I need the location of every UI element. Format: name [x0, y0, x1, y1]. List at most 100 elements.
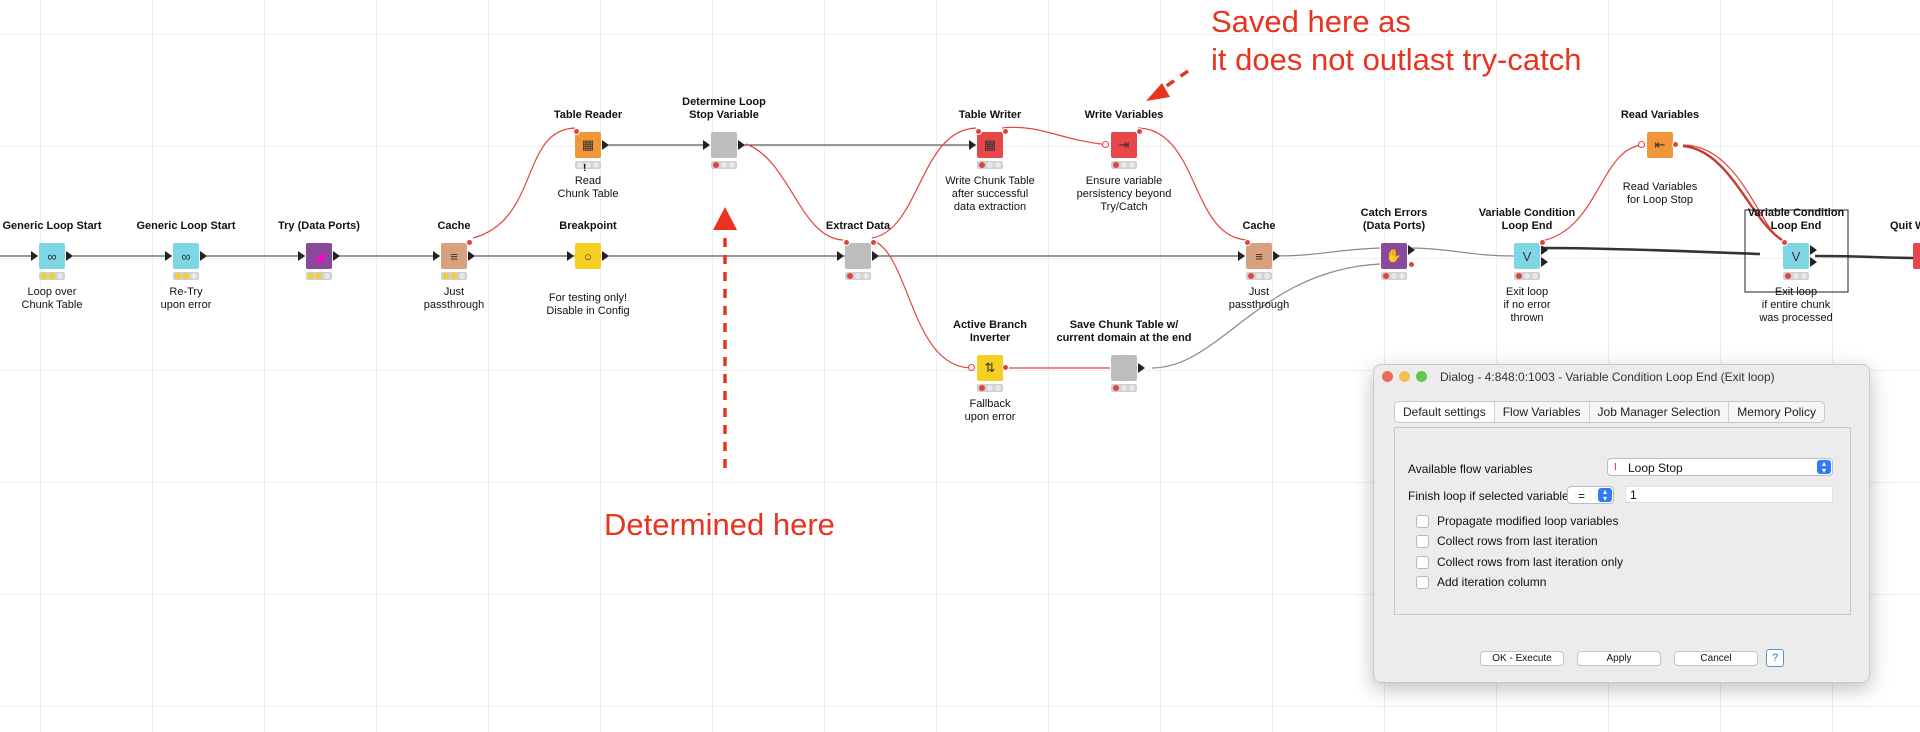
checkbox[interactable] [1416, 555, 1429, 569]
cancel-button[interactable]: Cancel [1674, 651, 1758, 666]
wire [1272, 247, 1381, 257]
chevron-updown-icon: ▴▾ [1817, 460, 1831, 475]
chevron-updown-icon: ▴▾ [1598, 488, 1612, 503]
input-port[interactable] [969, 140, 976, 150]
node-status [1246, 272, 1272, 280]
node-title: Try (Data Ports) [278, 220, 360, 232]
output-port[interactable] [1273, 251, 1280, 261]
tab-default-settings[interactable]: Default settings [1395, 402, 1495, 422]
wire [1541, 246, 1761, 256]
flow-variable-port[interactable] [1244, 239, 1251, 246]
output-port[interactable] [602, 140, 609, 150]
available-variables-label: Available flow variables [1408, 462, 1533, 476]
wire [1137, 127, 1249, 241]
close-icon[interactable] [1382, 371, 1393, 382]
flow-variable-port[interactable] [843, 239, 850, 246]
flow-variable-port[interactable] [1136, 128, 1143, 135]
input-port[interactable] [567, 251, 574, 261]
output-port[interactable] [1810, 257, 1817, 267]
compare-value-input[interactable]: 1 [1625, 486, 1833, 503]
node-status [575, 161, 601, 169]
selection-frame [1744, 209, 1849, 293]
output-port[interactable] [1138, 363, 1145, 373]
flow-variable-port[interactable] [968, 364, 975, 371]
output-port[interactable] [1541, 245, 1548, 255]
flow-variable-port[interactable] [975, 128, 982, 135]
metanode-icon [1111, 355, 1137, 381]
metanode-icon [845, 243, 871, 269]
input-port[interactable] [703, 140, 710, 150]
flow-variable-port[interactable] [1102, 141, 1109, 148]
output-port[interactable] [738, 140, 745, 150]
flow-variable-port[interactable] [573, 128, 580, 135]
input-port[interactable] [433, 251, 440, 261]
node-config-dialog[interactable]: Dialog - 4:848:0:1003 - Variable Conditi… [1373, 364, 1870, 683]
output-port[interactable] [333, 251, 340, 261]
settings-panel: Available flow variables I Loop Stop ▴▾ … [1394, 427, 1851, 615]
node-icon [1913, 243, 1920, 269]
available-variables-select[interactable]: I Loop Stop ▴▾ [1607, 458, 1833, 476]
input-port[interactable] [837, 251, 844, 261]
tab-flow-variables[interactable]: Flow Variables [1495, 402, 1590, 422]
help-icon[interactable]: ? [1766, 649, 1784, 667]
flow-variable-port[interactable] [870, 239, 877, 246]
checkbox-collect-last-only[interactable]: Collect rows from last iteration only [1416, 555, 1623, 569]
node-status [306, 272, 332, 280]
catch-icon: ✋ [1381, 243, 1407, 269]
output-port[interactable] [1810, 245, 1817, 255]
output-port[interactable] [602, 251, 609, 261]
flow-variable-port[interactable] [1539, 239, 1546, 246]
input-port[interactable] [298, 251, 305, 261]
output-port[interactable] [1541, 257, 1548, 267]
table-reader-icon: ▦ [575, 132, 601, 158]
node-title: Variable Condition Loop End [1747, 207, 1845, 232]
input-port[interactable] [1238, 251, 1245, 261]
node-title: Breakpoint [559, 220, 617, 232]
input-port[interactable] [165, 251, 172, 261]
node-description: Fallback upon error [964, 398, 1016, 423]
ok-execute-button[interactable]: OK - Execute [1480, 651, 1564, 666]
node-status [39, 272, 65, 280]
operator-select[interactable]: = ▴▾ [1567, 486, 1614, 504]
input-port[interactable] [31, 251, 38, 261]
apply-button[interactable]: Apply [1577, 651, 1661, 666]
output-port[interactable] [872, 251, 879, 261]
checkbox[interactable] [1416, 575, 1429, 589]
branch-inverter-icon: ⇅ [977, 355, 1003, 381]
checkbox[interactable] [1416, 514, 1429, 528]
minimize-icon[interactable] [1399, 371, 1410, 382]
checkbox-label: Collect rows from last iteration [1437, 534, 1598, 548]
zoom-icon[interactable] [1416, 371, 1427, 382]
node-status [711, 161, 737, 169]
metanode-icon [711, 132, 737, 158]
node-status [1111, 161, 1137, 169]
node-description: For testing only! Disable in Config [546, 292, 630, 317]
dialog-titlebar[interactable]: Dialog - 4:848:0:1003 - Variable Conditi… [1374, 365, 1869, 389]
checkbox[interactable] [1416, 534, 1429, 548]
node-title: Generic Loop Start [136, 220, 236, 232]
output-port[interactable] [468, 251, 475, 261]
flow-variable-port[interactable] [1408, 261, 1415, 268]
flow-variable-port[interactable] [1781, 239, 1788, 246]
checkbox-propagate[interactable]: Propagate modified loop variables [1416, 514, 1618, 528]
checkbox-collect-last[interactable]: Collect rows from last iteration [1416, 534, 1598, 548]
node-description: Re-Try upon error [160, 286, 212, 311]
annotation-arrow-diag [1156, 69, 1190, 94]
output-port[interactable] [200, 251, 207, 261]
flow-variable-port[interactable] [1002, 364, 1009, 371]
tab-job-manager-selection[interactable]: Job Manager Selection [1590, 402, 1730, 422]
flow-variable-port[interactable] [1002, 128, 1009, 135]
flow-variable-port[interactable] [1638, 141, 1645, 148]
output-port[interactable] [66, 251, 73, 261]
wire [1682, 144, 1783, 242]
tab-memory-policy[interactable]: Memory Policy [1737, 405, 1816, 419]
window-controls [1382, 371, 1427, 382]
output-port[interactable] [1408, 245, 1415, 255]
flow-variable-port[interactable] [1672, 141, 1679, 148]
checkbox-iteration-column[interactable]: Add iteration column [1416, 575, 1546, 589]
node-title: Variable Condition Loop End [1478, 207, 1576, 232]
table-writer-icon: ▦ [977, 132, 1003, 158]
wire [1151, 263, 1381, 369]
flow-variable-port[interactable] [466, 239, 473, 246]
